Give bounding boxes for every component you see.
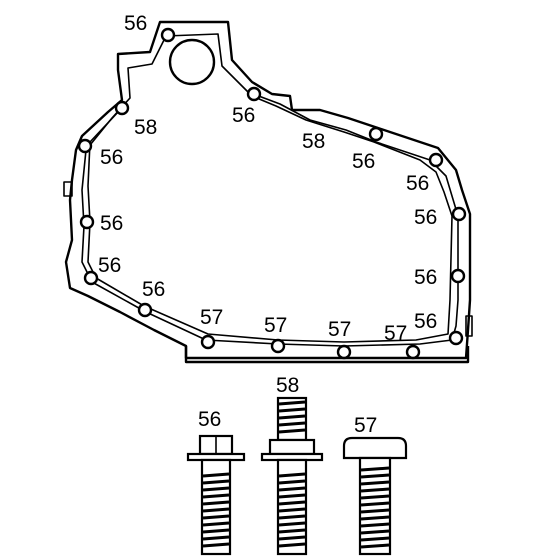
callout-labels: 56 56 58 56 58 56 56 56 56 56 56 56 56 5…	[98, 12, 437, 345]
thread-line	[278, 528, 306, 534]
bottom-flange	[184, 346, 470, 364]
thread-line	[360, 501, 390, 507]
callout-label: 56	[98, 254, 121, 277]
thread-line	[278, 421, 306, 427]
thread-line	[360, 480, 390, 486]
callout-label: 56	[100, 212, 123, 235]
callout-label: 58	[302, 130, 325, 153]
thread-line	[360, 487, 390, 493]
thread-line	[278, 521, 306, 527]
bolt-hole	[160, 27, 176, 43]
thread-line	[360, 473, 390, 479]
gasket-seal-line	[87, 95, 453, 343]
bolt-hole	[77, 138, 93, 154]
thread-line	[202, 528, 230, 534]
thread-line	[360, 522, 390, 528]
bolt-hole	[368, 126, 384, 142]
thread-line	[360, 529, 390, 535]
stud-hex-collar	[268, 438, 316, 456]
thread-line	[278, 507, 306, 513]
callout-label: 56	[414, 266, 437, 289]
thread-line	[202, 514, 230, 520]
bolt-hole	[246, 86, 262, 102]
bolt-hole	[83, 270, 99, 286]
thread-line	[360, 466, 390, 472]
stud-upper-threads	[278, 400, 306, 434]
thread-line	[202, 507, 230, 513]
bolt-label: 56	[198, 408, 221, 431]
bolt-hole	[451, 206, 467, 222]
thread-line	[278, 414, 306, 420]
bolt-dome-head	[342, 436, 408, 460]
callout-label: 56	[414, 310, 437, 333]
callout-label: 57	[328, 318, 351, 341]
bolt-57: 57	[342, 414, 408, 556]
callout-label: 56	[414, 206, 437, 229]
callout-label: 56	[100, 146, 123, 169]
callout-label: 56	[142, 278, 165, 301]
bolt-hole	[336, 344, 352, 360]
thread-line	[360, 536, 390, 542]
thread-line	[278, 479, 306, 485]
stud-lower-threads	[278, 472, 306, 548]
thread-line	[278, 428, 306, 434]
thread-line	[360, 508, 390, 514]
bolt-threads	[360, 466, 390, 549]
bolt-hole	[200, 334, 216, 350]
bolt-hole	[114, 100, 130, 116]
right-tab	[465, 315, 473, 337]
bolt-holes	[77, 27, 467, 360]
bolt-hole	[448, 330, 464, 346]
bolt-hole	[428, 152, 444, 168]
callout-label: 56	[232, 104, 255, 127]
gasket-inner-outline	[81, 33, 459, 347]
thread-line	[202, 535, 230, 541]
thread-line	[202, 521, 230, 527]
thread-line	[278, 542, 306, 548]
callout-label: 57	[200, 306, 223, 329]
callout-label: 57	[264, 314, 287, 337]
callout-label: 57	[384, 322, 407, 345]
bolt-label: 58	[276, 374, 299, 397]
bolt-label: 57	[354, 414, 377, 437]
thread-line	[278, 400, 306, 406]
thread-line	[278, 486, 306, 492]
callout-label: 56	[124, 12, 147, 35]
thread-line	[202, 479, 230, 485]
thread-line	[202, 542, 230, 548]
bolt-hole	[270, 338, 286, 354]
thread-line	[278, 472, 306, 478]
bolt-56: 56	[186, 408, 246, 556]
thread-line	[360, 543, 390, 549]
thread-line	[278, 500, 306, 506]
thread-line	[360, 494, 390, 500]
thread-line	[360, 515, 390, 521]
callout-label: 56	[406, 172, 429, 195]
bolt-58: 58	[260, 374, 324, 556]
thread-line	[278, 514, 306, 520]
thread-line	[202, 500, 230, 506]
thread-line	[278, 493, 306, 499]
large-opening	[168, 38, 216, 86]
thread-line	[278, 407, 306, 413]
callout-label: 56	[352, 150, 375, 173]
thread-line	[278, 535, 306, 541]
callout-label: 58	[134, 116, 157, 139]
thread-line	[202, 493, 230, 499]
thread-line	[202, 472, 230, 478]
bolt-threads	[202, 472, 230, 548]
left-tab	[63, 181, 73, 197]
bolt-hole	[137, 302, 153, 318]
bolt-hole	[450, 268, 466, 284]
bolt-hole	[79, 214, 95, 230]
thread-line	[202, 486, 230, 492]
bolt-hole	[405, 344, 421, 360]
